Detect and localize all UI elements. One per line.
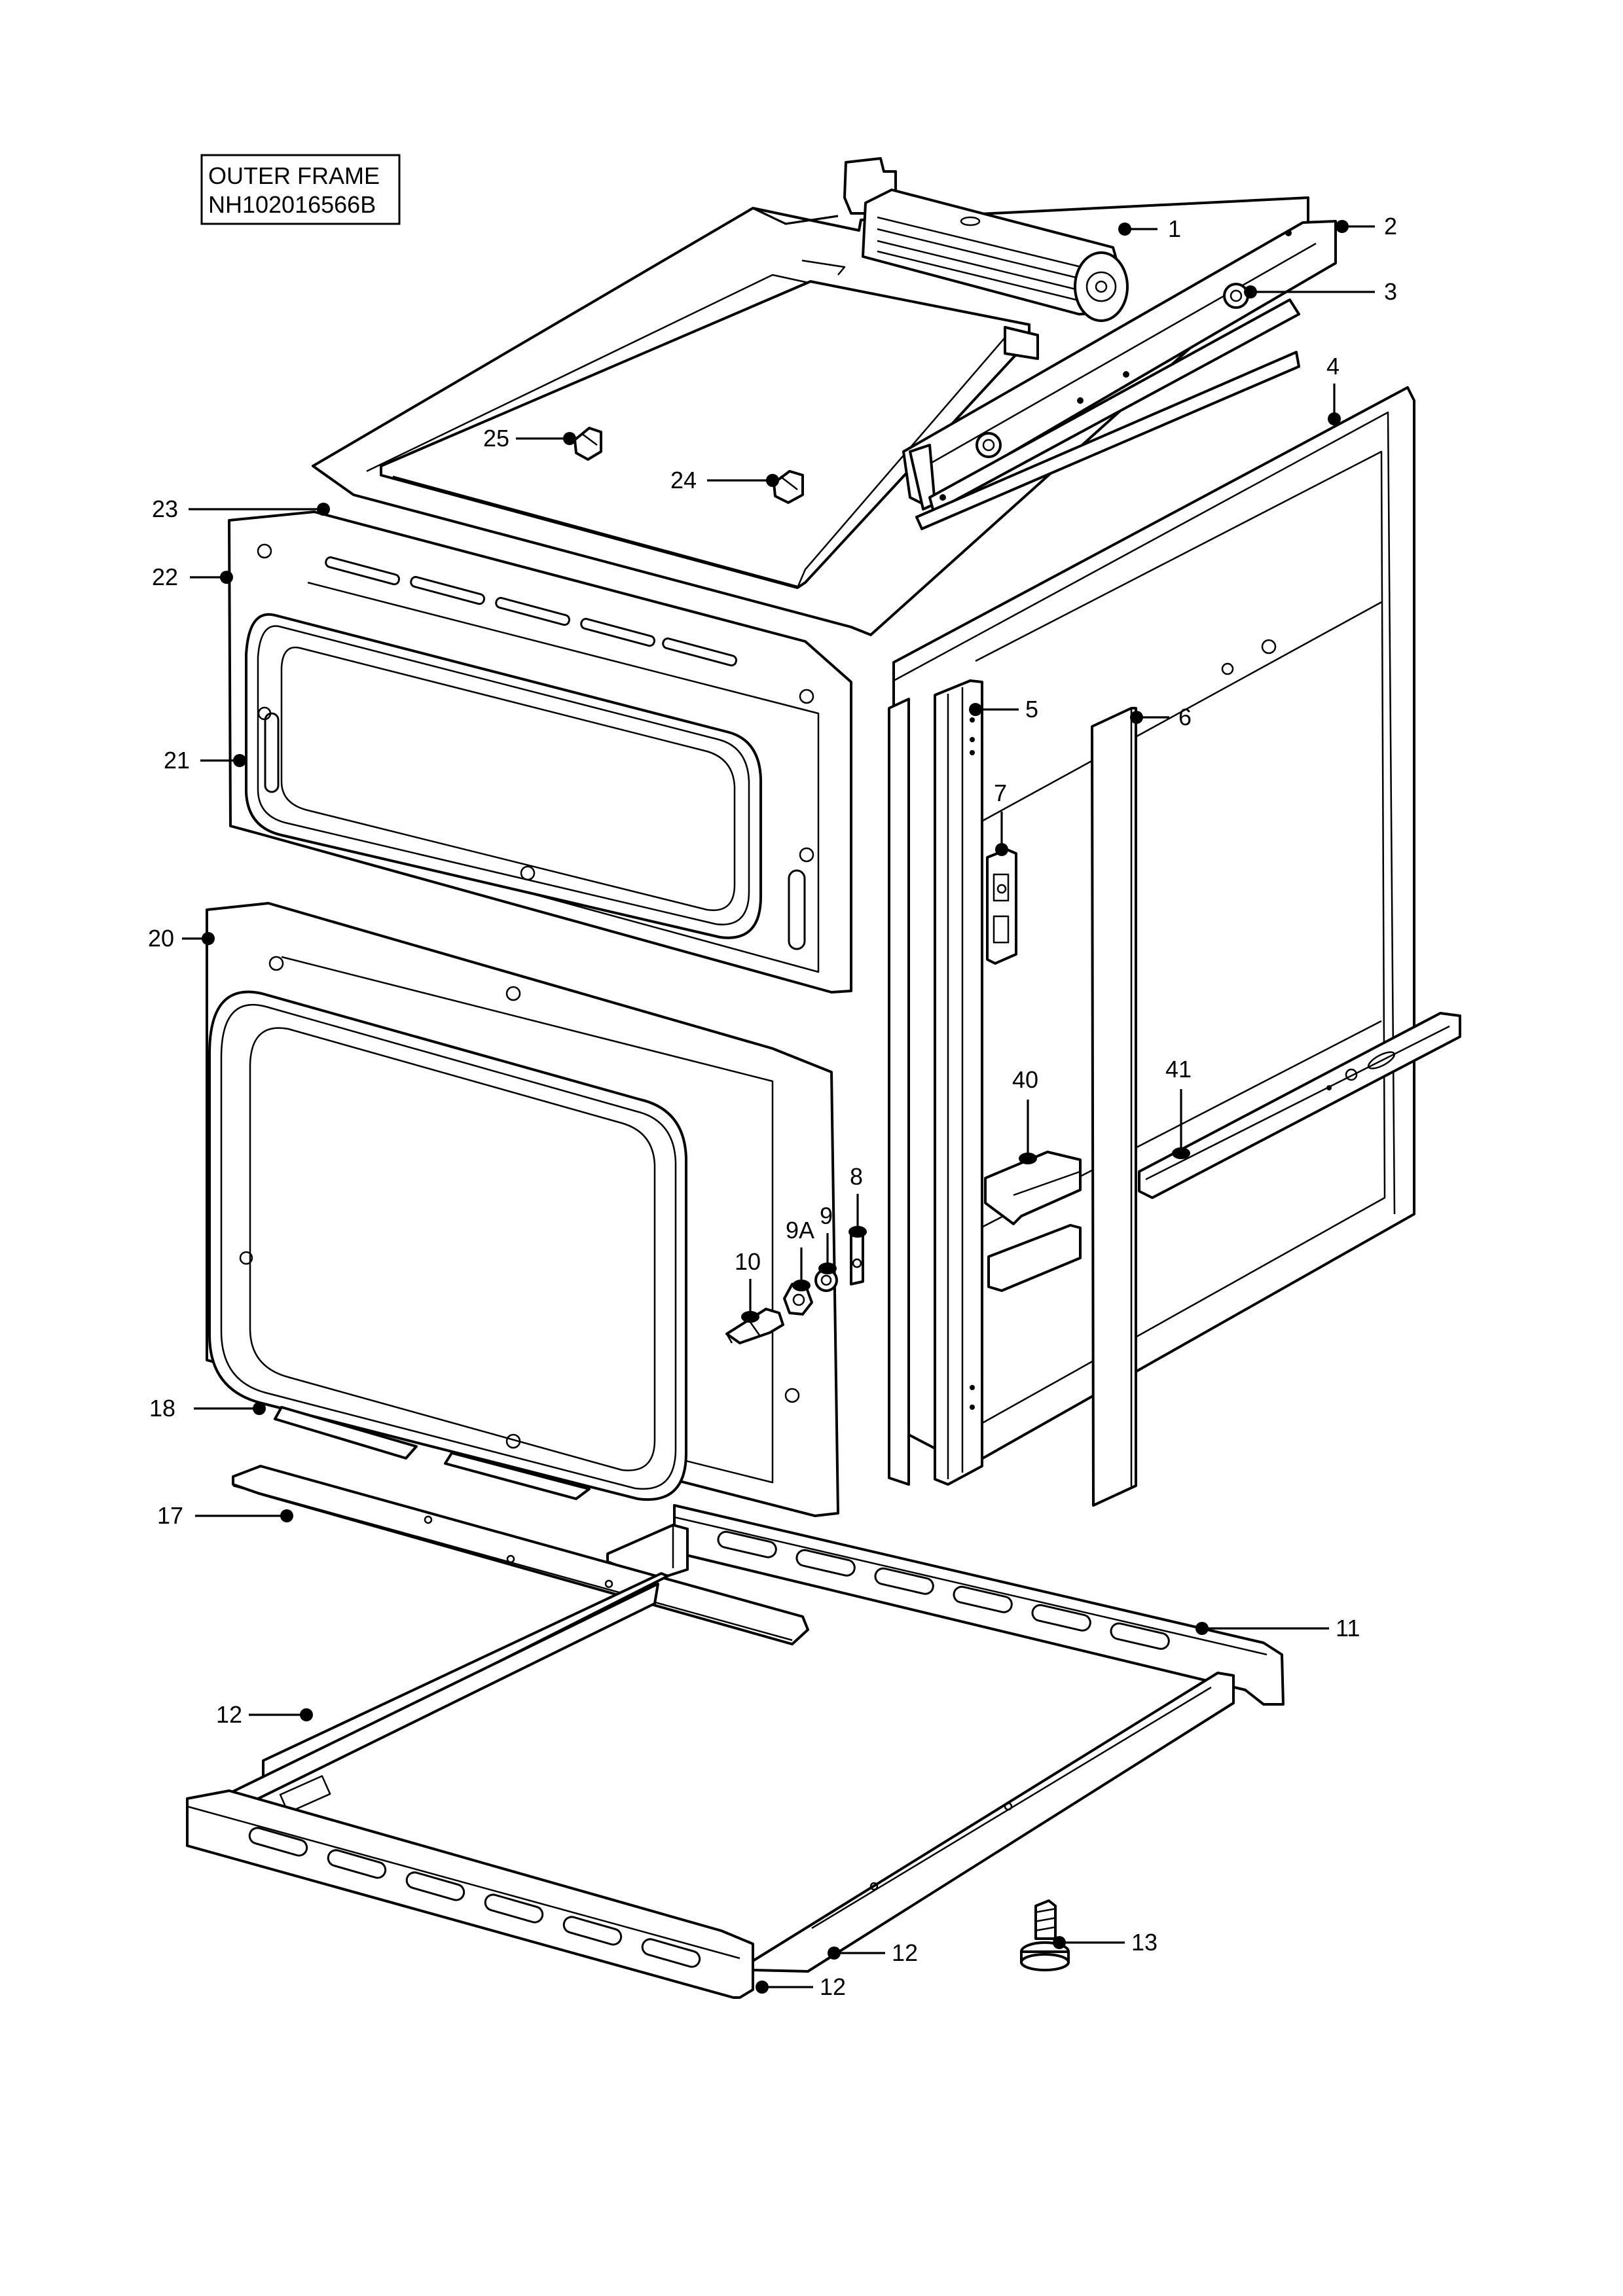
callout-41: 41 (1165, 1056, 1192, 1159)
callout-9a: 9A (786, 1217, 814, 1291)
callout-4: 4 (1326, 353, 1341, 425)
callout-41-label: 41 (1165, 1056, 1192, 1083)
callout-20-label: 20 (148, 925, 174, 952)
callout-18: 18 (149, 1395, 266, 1422)
callout-12-left-label: 12 (216, 1701, 242, 1728)
title-block: OUTER FRAME NH102016566B (200, 154, 401, 225)
callout-25: 25 (483, 425, 576, 452)
callout-6: 6 (1130, 704, 1192, 730)
callout-9a-label: 9A (786, 1217, 814, 1244)
callout-23: 23 (152, 495, 330, 522)
title-line-2: NH102016566B (208, 191, 376, 218)
lamp-fittings (725, 1228, 864, 1344)
clip-25 (574, 427, 602, 461)
callout-1-label: 1 (1168, 215, 1181, 242)
callout-12-left: 12 (216, 1701, 313, 1728)
callout-10-label: 10 (735, 1248, 761, 1275)
callout-22-label: 22 (152, 564, 178, 590)
callout-25-label: 25 (483, 425, 509, 452)
callout-24: 24 (670, 467, 779, 493)
upper-door-seal (245, 613, 762, 939)
bracket-40 (984, 1151, 1082, 1292)
callout-40-label: 40 (1012, 1066, 1038, 1093)
fan-motor (843, 157, 1129, 322)
callout-20: 20 (148, 925, 215, 952)
callout-12-bottom: 12 (756, 1973, 846, 2000)
callout-4-label: 4 (1326, 353, 1340, 380)
callout-1: 1 (1118, 215, 1181, 242)
callout-5-label: 5 (1025, 696, 1038, 723)
callout-11-label: 11 (1336, 1615, 1360, 1641)
callout-7-label: 7 (994, 780, 1007, 806)
callout-11: 11 (1195, 1615, 1360, 1641)
callout-13: 13 (1053, 1929, 1158, 1956)
callouts: 1 2 3 4 5 6 (148, 213, 1397, 2000)
top-side-rail (902, 220, 1337, 530)
callout-18-label: 18 (149, 1395, 175, 1422)
clip-24 (773, 470, 804, 504)
callout-2-label: 2 (1384, 213, 1397, 240)
callout-17: 17 (157, 1502, 293, 1529)
adjustable-foot (1020, 1899, 1070, 1971)
callout-8-label: 8 (850, 1163, 863, 1190)
callout-12-bottom-label: 12 (820, 1973, 846, 2000)
callout-40: 40 (1012, 1066, 1038, 1164)
callout-9: 9 (818, 1202, 837, 1274)
callout-22: 22 (152, 564, 233, 590)
runner-41 (1138, 1012, 1461, 1199)
callout-8: 8 (848, 1163, 867, 1238)
vertical-strip (1091, 707, 1137, 1507)
callout-7: 7 (994, 780, 1008, 856)
callout-6-label: 6 (1178, 704, 1192, 730)
title-line-1: OUTER FRAME (208, 162, 380, 189)
callout-21: 21 (164, 747, 246, 774)
callout-5: 5 (969, 696, 1038, 723)
callout-12-middle-label: 12 (892, 1939, 918, 1966)
callout-10: 10 (735, 1248, 761, 1323)
callout-23-label: 23 (152, 495, 178, 522)
callout-17-label: 17 (157, 1502, 183, 1529)
callout-13-label: 13 (1131, 1929, 1158, 1956)
callout-3-label: 3 (1384, 278, 1397, 305)
title-frame (200, 154, 401, 225)
callout-21-label: 21 (164, 747, 190, 774)
switch-bracket (986, 848, 1017, 965)
callout-2: 2 (1336, 213, 1397, 240)
callout-12-middle: 12 (828, 1939, 918, 1966)
callout-9-label: 9 (820, 1202, 833, 1229)
callout-3: 3 (1244, 278, 1397, 305)
base-frame (186, 1465, 1285, 1999)
front-vertical-rail (888, 679, 983, 1486)
callout-24-label: 24 (670, 467, 697, 493)
